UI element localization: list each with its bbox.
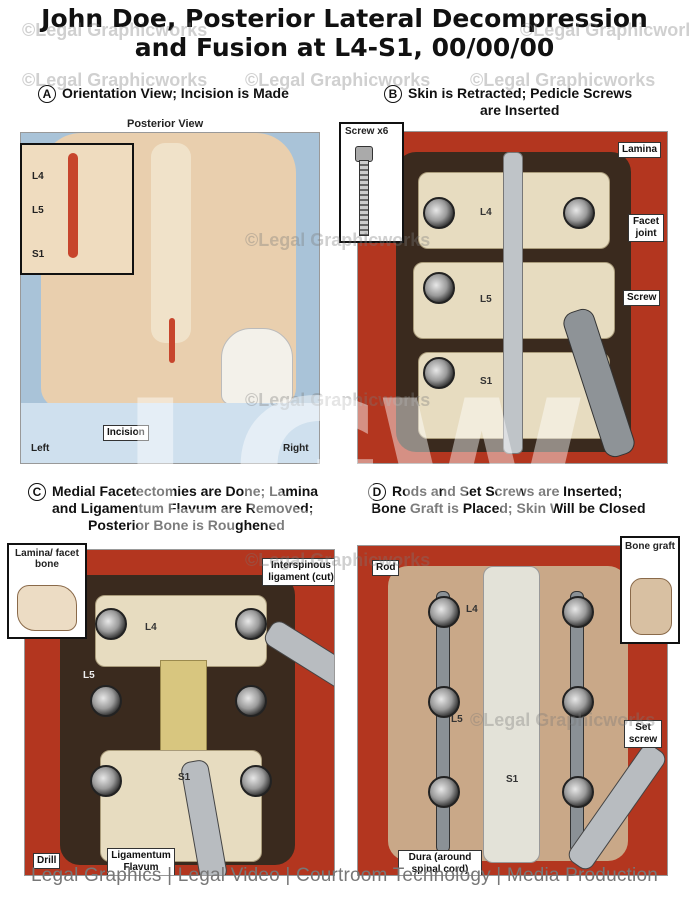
panel-b-heading-line-2: are Inserted: [480, 102, 560, 118]
panel-b-heading: B Skin is Retracted; Pedicle Screws: [384, 85, 632, 103]
watermark: ©Legal Graphicworks: [245, 550, 431, 570]
screw-inset-label: Screw x6: [345, 126, 389, 137]
ligamentum-flavum-label: Ligamentum Flavum: [107, 848, 175, 875]
facet-joint-label: Facet joint: [628, 214, 664, 242]
lgw-watermark-logo: LGW: [120, 360, 587, 581]
set-screw-l4-left: [428, 596, 460, 628]
incision-label: Incision: [103, 425, 149, 441]
incision-mark: [169, 318, 175, 363]
title-line-2: and Fusion at L4-S1, 00/00/00: [134, 33, 555, 62]
gloved-hand: [221, 328, 293, 405]
retractor-blade: [503, 152, 523, 454]
title-line-1: John Doe, Posterior Lateral Decompressio…: [41, 4, 648, 33]
pedicle-screw-s1-left: [423, 357, 455, 389]
level-l5: L5: [83, 670, 95, 681]
spine-closeup-inset: L4 L5 S1: [20, 143, 134, 275]
bone-inset-label: Lamina/ facet bone: [15, 548, 79, 570]
panel-a-letter: A: [38, 85, 56, 103]
posterior-view-label: Posterior View: [127, 118, 204, 130]
rod-label: Rod: [372, 560, 400, 576]
right-label: Right: [283, 443, 309, 454]
level-l5: L5: [451, 714, 463, 725]
panel-d-letter: D: [368, 483, 386, 501]
level-l4: L4: [480, 207, 492, 218]
panel-b-letter: B: [384, 85, 402, 103]
watermark: ©Legal Graphicworks: [22, 70, 208, 90]
screw-s1-right: [240, 765, 272, 797]
set-screw-label: Set screw: [624, 720, 662, 748]
lamina-label: Lamina: [618, 142, 662, 158]
footer-tagline: Legal Graphics | Legal Video | Courtroom…: [31, 865, 658, 886]
panel-d-heading: D Rods and Set Screws are Inserted;: [368, 483, 622, 501]
inset-incision: [68, 153, 78, 258]
set-screw-s1-left: [428, 776, 460, 808]
panel-c-heading-line-1: Medial Facetectomies are Done; Lamina: [52, 483, 319, 499]
ligamentum-flavum: [160, 660, 207, 757]
set-screw-s1-right: [562, 776, 594, 808]
watermark: ©Legal Graphicworks: [22, 20, 208, 40]
watermark: ©Legal Graphicworks: [470, 710, 656, 730]
panel-c-heading-line-3: Posterior Bone is Roughened: [88, 517, 285, 533]
panel-d-illustration: L4 L5 S1 Rod Set screw Dura (around spin…: [357, 545, 668, 876]
screw-l4-right: [235, 608, 267, 640]
watermark: ©Legal Graphicworks: [520, 20, 689, 40]
pedicle-screw-l5-left: [423, 272, 455, 304]
watermark: ©Legal Graphicworks: [245, 390, 431, 410]
bone-graft-inset: Bone graft: [620, 536, 680, 644]
inset-level-l4: L4: [32, 171, 44, 182]
panel-d-heading-line-2: Bone Graft is Placed; Skin Will be Close…: [371, 500, 646, 516]
page-title: John Doe, Posterior Lateral Decompressio…: [0, 4, 689, 62]
panel-a-heading: A Orientation View; Incision is Made: [38, 85, 289, 103]
drill-label: Drill: [33, 853, 61, 869]
set-screw-l5-right: [562, 686, 594, 718]
watermark: ©Legal Graphicworks: [245, 230, 431, 250]
inset-level-s1: S1: [32, 249, 45, 260]
panel-a-heading-text: Orientation View; Incision is Made: [62, 85, 289, 101]
dura-label: Dura (around spinal cord): [398, 850, 482, 875]
level-l4: L4: [466, 604, 478, 615]
panel-b-illustration: L4 L5 S1 Lamina Facet joint Screw: [357, 131, 668, 464]
screw-l5-right: [235, 685, 267, 717]
pedicle-screw-l4-right: [563, 197, 595, 229]
inset-level-l5: L5: [32, 205, 44, 216]
bone-graft-label: Bone graft: [625, 541, 675, 552]
watermark: ©Legal Graphicworks: [245, 70, 431, 90]
level-s1: S1: [480, 376, 493, 387]
left-label: Left: [31, 443, 50, 454]
screw-s1-left: [90, 765, 122, 797]
level-l4: L4: [145, 622, 157, 633]
screw-inset: Screw x6: [339, 122, 404, 243]
screw-label: Screw: [623, 290, 661, 306]
set-screw-l4-right: [562, 596, 594, 628]
watermark: ©Legal Graphicworks: [470, 70, 656, 90]
rod-left: [436, 591, 450, 853]
panel-c-heading: C Medial Facetectomies are Done; Lamina: [28, 483, 318, 501]
panel-c-heading-line-2: and Ligamentum Flavum are Removed;: [52, 500, 314, 516]
level-s1: S1: [178, 772, 191, 783]
surgical-drape: [21, 403, 319, 463]
screw-l5-left: [90, 685, 122, 717]
spine-outline: [151, 143, 191, 343]
bone-inset: Lamina/ facet bone: [7, 543, 87, 639]
set-screw-l5-left: [428, 686, 460, 718]
dura: [483, 566, 540, 863]
interspinous-label: Interspinous ligament (cut): [262, 558, 334, 586]
level-s1: S1: [506, 774, 519, 785]
pedicle-screw-l4-left: [423, 197, 455, 229]
screw-shaft: [359, 160, 369, 236]
bone-fragment: [17, 585, 77, 631]
level-l5: L5: [480, 294, 492, 305]
screw-l4-left: [95, 608, 127, 640]
panel-b-heading-line-1: Skin is Retracted; Pedicle Screws: [408, 85, 633, 101]
bone-graft-chip: [630, 578, 672, 635]
panel-d-heading-line-1: Rods and Set Screws are Inserted;: [392, 483, 623, 499]
panel-c-letter: C: [28, 483, 46, 501]
